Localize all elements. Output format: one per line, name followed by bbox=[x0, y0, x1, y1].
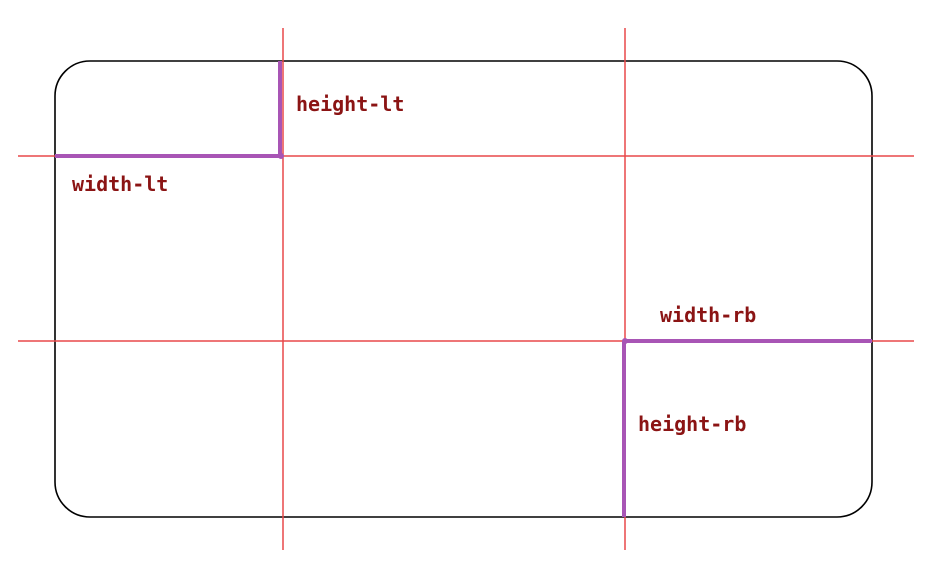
label-height-lt: height-lt bbox=[296, 92, 404, 116]
label-width-lt: width-lt bbox=[72, 172, 168, 196]
guide-lines bbox=[18, 28, 914, 550]
measure-lines bbox=[55, 61, 872, 517]
corner-marker-rb bbox=[622, 338, 628, 344]
label-width-rb: width-rb bbox=[660, 303, 756, 327]
corner-marker-lt bbox=[278, 153, 284, 159]
label-height-rb: height-rb bbox=[638, 412, 746, 436]
rounded-box bbox=[54, 60, 873, 518]
